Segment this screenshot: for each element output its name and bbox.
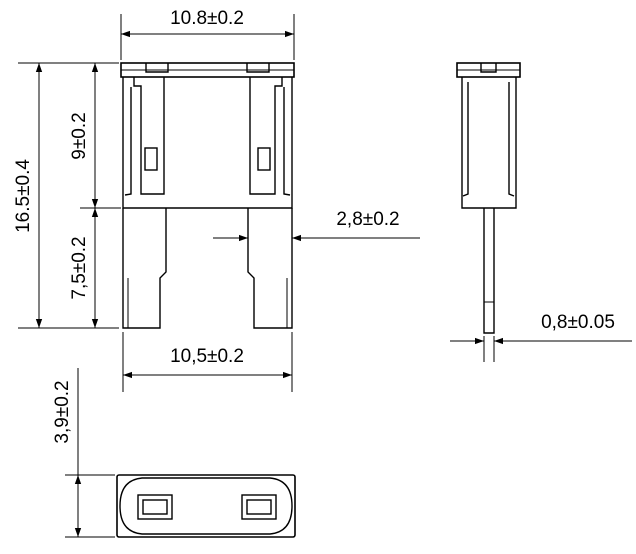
dimension-blade-thickness: 0,8±0.05	[450, 312, 632, 362]
blade-right-lower	[247, 208, 293, 329]
blade-slot-right	[257, 147, 271, 171]
label-blade-span: 10,5±0.2	[170, 346, 244, 367]
bottom-inner-contour	[119, 477, 293, 535]
cap-notch-left	[145, 63, 169, 73]
blade-left-upper	[133, 77, 165, 195]
side-body	[461, 77, 517, 209]
dimension-blade-width: 2,8±0.2	[213, 209, 420, 248]
blade-right-upper	[249, 77, 283, 195]
bottom-outline	[116, 474, 296, 538]
cap-notch-right	[246, 63, 270, 73]
label-blade-thickness: 0,8±0.05	[541, 312, 615, 333]
side-view	[456, 62, 521, 334]
dimension-blade-length: 7,5±0.2	[69, 208, 99, 328]
front-view	[120, 62, 295, 329]
bottom-slot-left	[137, 494, 173, 520]
blade-left-lower	[122, 208, 167, 329]
label-total-width: 10.8±0.2	[170, 8, 244, 29]
label-body-height: 9±0.2	[69, 112, 90, 159]
label-blade-length: 7,5±0.2	[69, 236, 90, 299]
bottom-view	[116, 474, 296, 538]
fuse-body	[122, 77, 293, 209]
dimension-body-thickness: 3,9±0.2	[52, 368, 115, 538]
dimension-total-width: 10.8±0.2	[120, 8, 295, 60]
dimension-body-height: 9±0.2	[69, 63, 121, 209]
label-blade-width: 2,8±0.2	[336, 209, 399, 230]
dimension-total-height: 16.5±0.4	[13, 62, 119, 329]
blade-slot-left	[144, 147, 158, 171]
label-total-height: 16.5±0.4	[13, 159, 34, 233]
bottom-slot-right	[241, 494, 277, 520]
label-body-thickness: 3,9±0.2	[52, 380, 73, 443]
side-blade	[483, 208, 495, 334]
dimension-blade-span: 10,5±0.2	[122, 332, 293, 392]
